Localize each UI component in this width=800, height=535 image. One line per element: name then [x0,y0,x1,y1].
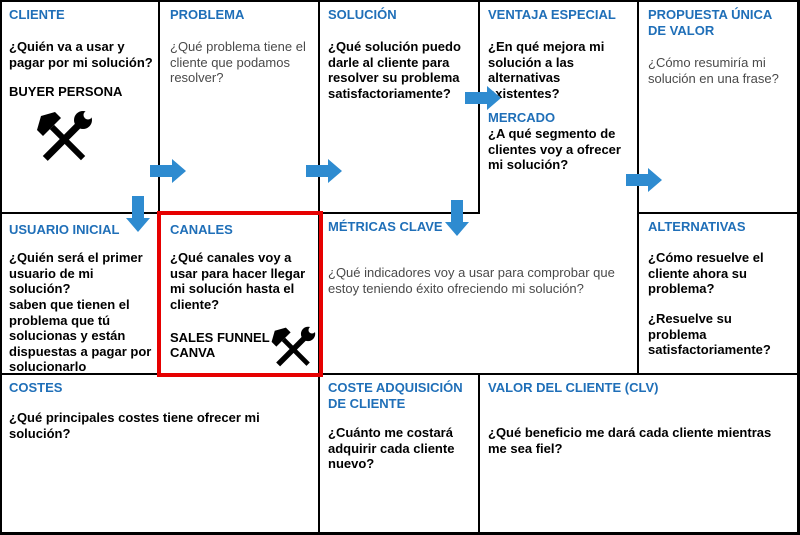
metricas-question: ¿Qué indicadores voy a usar para comprob… [328,265,615,296]
alternativas-question2: ¿Resuelve su problema satisfactoriamente… [648,311,771,357]
clv-question: ¿Qué beneficio me dará cada cliente mien… [488,425,772,456]
problema-title: PROBLEMA [170,7,245,22]
costes-title: COSTES [9,380,63,395]
alternativas-title: ALTERNATIVAS [648,219,746,234]
metricas-title: MÉTRICAS CLAVE [328,219,443,234]
alternativas-question: ¿Cómo resuelve el cliente ahora su probl… [648,250,764,296]
usuario-question: ¿Quién será el primer usuario de mi solu… [9,250,143,296]
clv-title: VALOR DEL CLIENTE (CLV) [488,380,659,395]
problema-question: ¿Qué problema tiene el cliente que podam… [170,39,306,85]
propuesta-question: ¿Cómo resumiría mi solución en una frase… [648,55,779,86]
divider-h-top-row-far [638,212,798,214]
mercado-question: ¿A qué segmento de clientes voy a ofrece… [488,126,621,172]
divider-v-3 [478,0,480,214]
arrow-right-solucion-to-metricas-icon [306,159,342,183]
arrow-down-cliente-to-usuario-icon [126,196,150,232]
cac-question: ¿Cuánto me costará adquirir cada cliente… [328,425,455,471]
outer-border-top [0,0,800,2]
costes-question: ¿Qué principales costes tiene ofrecer mi… [9,410,260,441]
outer-border-right [797,0,800,535]
arrow-right-mercado-to-propuesta-icon [626,168,662,192]
arrow-down-solucion-to-metricas-icon [445,200,469,236]
divider-v-1 [158,0,160,375]
ventaja-title: VENTAJA ESPECIAL [488,7,616,22]
arrow-right-solucion-to-ventaja-icon [465,86,501,110]
outer-border-bottom [0,532,800,535]
cliente-title: CLIENTE [9,7,65,22]
cac-title: COSTE ADQUISICIÓN DE CLIENTE [328,380,463,411]
divider-v-4 [637,0,639,375]
outer-border-left [0,0,2,535]
usuario-title: USUARIO INICIAL [9,222,120,237]
divider-h-mid [0,373,800,375]
canales-highlight-frame [157,211,323,377]
tools-icon [271,326,316,367]
cliente-question: ¿Quién va a usar y pagar por mi solución… [9,39,153,70]
divider-v-3b [478,373,480,535]
ventaja-question: ¿En qué mejora mi solución a las alterna… [488,39,605,101]
solucion-question: ¿Qué solución puedo darle al cliente par… [328,39,461,101]
tools-icon [37,110,93,161]
arrow-right-problema-to-solucion-icon [150,159,186,183]
canales-question: ¿Qué canales voy a usar para hacer llega… [170,250,306,312]
propuesta-title: PROPUESTA ÚNICA DE VALOR [648,7,772,38]
canales-title: CANALES [170,222,233,237]
cliente-buyer-persona: BUYER PERSONA [9,84,123,99]
solucion-title: SOLUCIÓN [328,7,397,22]
divider-h-top-row [0,212,160,214]
mercado-title: MERCADO [488,110,556,125]
canales-canva: CANVA [170,345,216,360]
canales-sales-funnel: SALES FUNNEL [170,330,270,345]
divider-h-top-row-right [320,212,480,214]
usuario-note: saben que tienen el problema que tú solu… [9,297,152,374]
